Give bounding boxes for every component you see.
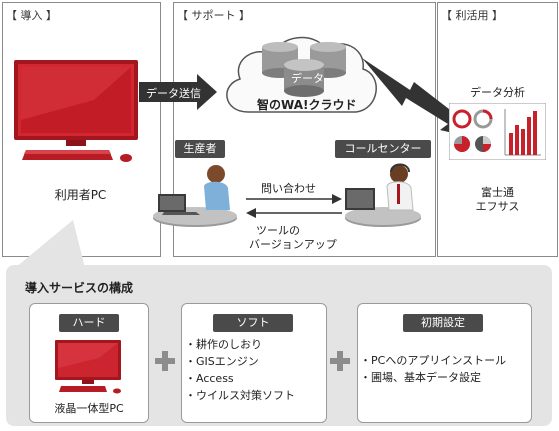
- software-header: ソフト: [213, 314, 293, 332]
- software-item-2: Access: [185, 370, 295, 387]
- composition-pointer: [15, 220, 85, 268]
- composition-title: 導入サービスの構成: [25, 281, 134, 295]
- tool-version-up-line2: バージョンアップ: [249, 238, 337, 251]
- lcd-pc-icon: [55, 340, 121, 394]
- company-line2: エフサス: [475, 200, 520, 213]
- user-pc-icon: [14, 60, 138, 162]
- software-list: 耕作のしおり GISエンジン Access ウイルス対策ソフト: [185, 336, 295, 404]
- version-up-arrow: [246, 208, 342, 218]
- user-pc-label: 利用者PC: [54, 188, 107, 202]
- initial-setup-header: 初期設定: [403, 314, 483, 332]
- analysis-chart-icon: [449, 103, 546, 160]
- software-item-1: GISエンジン: [185, 353, 295, 370]
- plus-icon-2: [330, 351, 350, 371]
- setup-item-0: PCへのアプリインストール: [360, 352, 506, 369]
- hardware-header: ハード: [59, 314, 119, 332]
- use-panel-title: 【 利活用 】: [441, 9, 503, 22]
- initial-setup-list: PCへのアプリインストール 圃場、基本データ設定: [360, 352, 506, 386]
- setup-item-1: 圃場、基本データ設定: [360, 369, 506, 386]
- inquiry-label: 問い合わせ: [261, 182, 316, 195]
- intro-panel-title: 【 導入 】: [6, 9, 57, 22]
- data-send-arrow: [139, 74, 217, 110]
- software-item-3: ウイルス対策ソフト: [185, 387, 295, 404]
- plus-icon-1: [155, 351, 175, 371]
- data-send-label: データ送信: [146, 87, 201, 100]
- tool-version-up-line1: ツールの: [256, 224, 300, 237]
- call-center-badge: コールセンター: [335, 140, 431, 158]
- cloud-icon: [226, 36, 377, 113]
- producer-badge: 生産者: [175, 140, 225, 158]
- inquiry-arrow: [246, 194, 342, 204]
- cloud-data-label: データ: [291, 72, 324, 85]
- company-line1: 富士通: [481, 186, 514, 199]
- support-panel-title: 【 サポート 】: [177, 9, 250, 22]
- lightning-arrow: [362, 58, 466, 136]
- analysis-label: データ分析: [470, 86, 525, 99]
- call-center-person-icon: [345, 163, 421, 227]
- producer-person-icon: [153, 165, 237, 227]
- software-item-0: 耕作のしおり: [185, 336, 295, 353]
- hardware-caption: 液晶一体型PC: [54, 402, 124, 415]
- cloud-label: 智のWA!クラウド: [257, 98, 357, 112]
